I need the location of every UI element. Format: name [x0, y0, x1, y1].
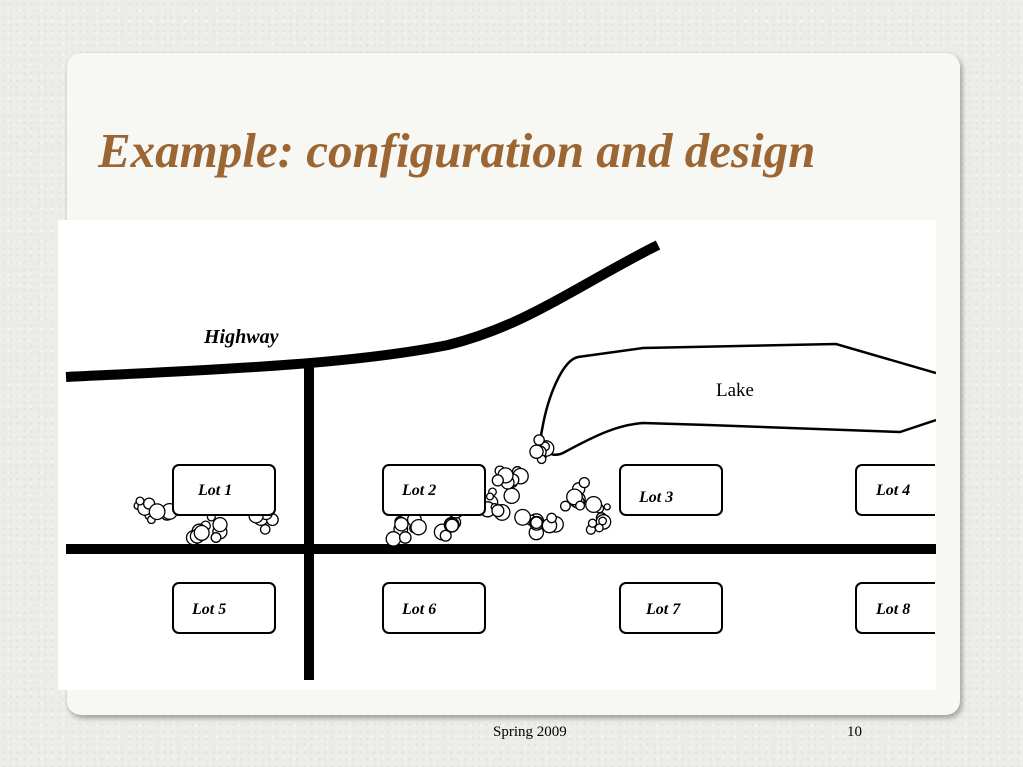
tree-icon — [398, 531, 412, 544]
lot-1 — [172, 464, 276, 516]
site-plan-drawing — [65, 240, 936, 680]
tree-icon — [503, 487, 520, 505]
lot-5-label: Lot 5 — [192, 601, 227, 618]
tree-icon — [148, 503, 166, 521]
tree-icon — [385, 531, 402, 547]
tree-icon — [394, 517, 409, 532]
highway-label: Highway — [204, 326, 279, 348]
tree-icon — [259, 524, 271, 535]
lot-2 — [382, 464, 486, 516]
tree-icon — [587, 518, 598, 528]
lot-4-label: Lot 4 — [876, 482, 911, 499]
lot-1-label: Lot 1 — [198, 482, 233, 499]
lot-6-label: Lot 6 — [402, 601, 437, 618]
tree-icon — [594, 523, 604, 533]
site-plan-diagram: Highway Lake Lot 1 Lot 2 Lot 3 Lot 4 Lot… — [58, 220, 936, 690]
lot-8-label: Lot 8 — [876, 601, 911, 618]
tree-icon — [491, 504, 505, 518]
lot-3-label: Lot 3 — [639, 489, 674, 506]
page-number: 10 — [847, 724, 862, 740]
tree-icon — [514, 508, 532, 526]
tree-icon — [410, 518, 427, 536]
tree-icon — [193, 524, 210, 541]
tree-icon — [212, 516, 228, 533]
tree-icon — [546, 512, 557, 524]
lot-3 — [619, 464, 723, 516]
lot-8 — [855, 582, 935, 634]
tree-icon — [559, 500, 571, 512]
lot-5 — [172, 582, 276, 634]
highway-road — [65, 240, 661, 382]
tree-icon — [445, 518, 459, 533]
tree-icon — [439, 529, 452, 542]
lot-4 — [855, 464, 935, 516]
tree-icon — [575, 500, 586, 511]
tree-icon — [485, 492, 495, 501]
tree-icon — [491, 474, 504, 487]
tree-icon — [529, 444, 544, 459]
tree-icon — [585, 495, 603, 514]
slide-title: Example: configuration and design — [98, 123, 816, 178]
lot-7-label: Lot 7 — [646, 601, 681, 618]
footer-text: Spring 2009 — [493, 724, 567, 740]
lake-label: Lake — [716, 380, 754, 401]
tree-icon — [135, 496, 145, 506]
tree-icon — [210, 532, 222, 543]
tree-icon — [533, 434, 545, 446]
lot-2-label: Lot 2 — [402, 482, 437, 499]
tree-icon — [598, 516, 608, 526]
tree-icon — [603, 503, 611, 511]
lot-6 — [382, 582, 486, 634]
tree-icon — [578, 476, 590, 489]
tree-clusters — [133, 434, 612, 547]
lot-7 — [619, 582, 723, 634]
tree-icon — [530, 516, 543, 530]
tree-icon — [566, 488, 583, 506]
